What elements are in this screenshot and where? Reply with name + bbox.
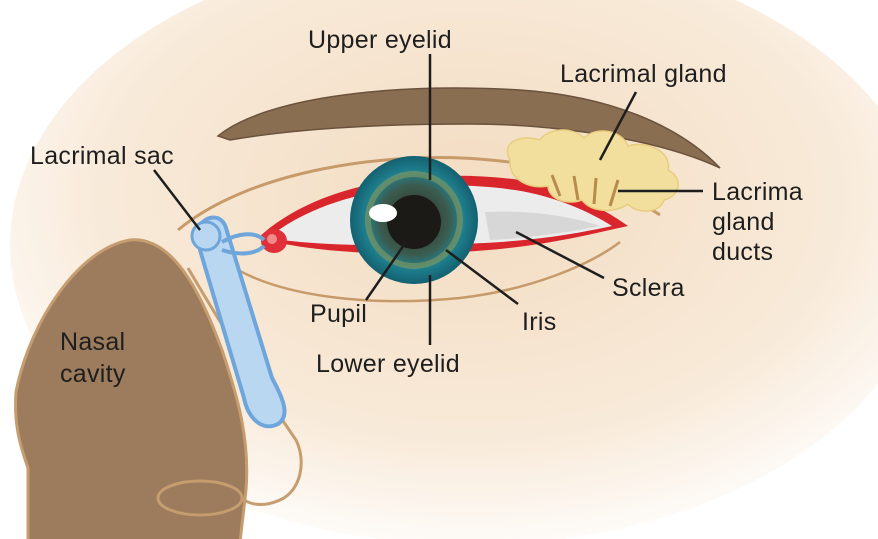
label-lacrimal-sac: Lacrimal sac xyxy=(30,142,174,170)
label-pupil: Pupil xyxy=(310,300,367,328)
label-iris: Iris xyxy=(522,308,557,336)
caruncle-highlight xyxy=(267,234,277,244)
label-lower-eyelid: Lower eyelid xyxy=(316,350,460,378)
label-sclera: Sclera xyxy=(612,274,685,302)
pupil xyxy=(387,195,441,249)
label-lacrimal-gland-ducts-line2: gland xyxy=(712,208,775,236)
label-upper-eyelid: Upper eyelid xyxy=(308,26,452,54)
label-lacrimal-gland-ducts-line1: Lacrima xyxy=(712,178,803,206)
label-lacrimal-gland: Lacrimal gland xyxy=(560,60,727,88)
label-nasal-cavity-line1: Nasal xyxy=(60,328,125,356)
label-lacrimal-gland-ducts-line3: ducts xyxy=(712,238,773,266)
label-nasal-cavity-line2: cavity xyxy=(60,360,126,388)
nostril xyxy=(158,481,242,515)
eye-highlight xyxy=(369,204,397,222)
